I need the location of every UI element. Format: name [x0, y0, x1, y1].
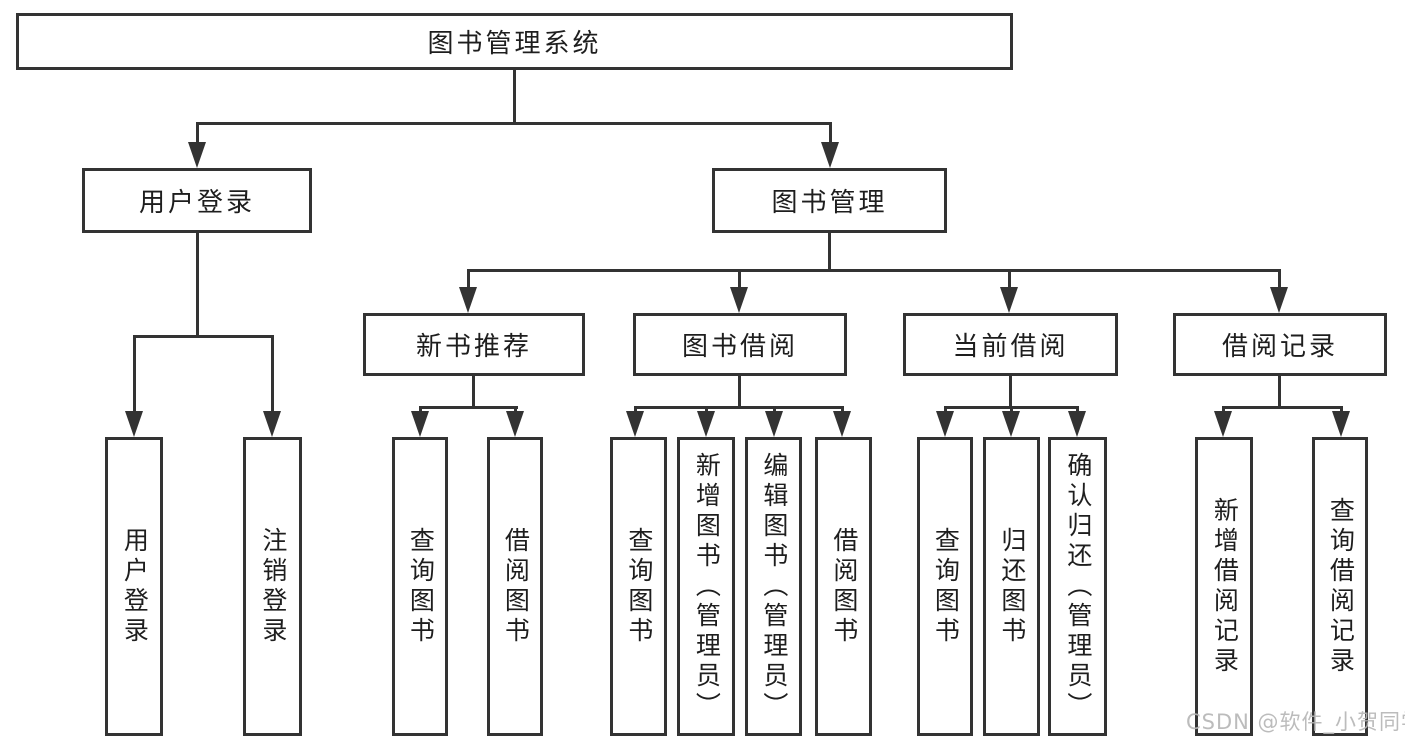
connector-line: [1008, 269, 1011, 290]
arrow-down-icon: [125, 411, 143, 437]
leaf-logout: 注销登录: [243, 437, 302, 736]
connector-line: [419, 406, 518, 409]
connector-line: [634, 406, 842, 409]
node-label: 当前借阅: [952, 332, 1069, 362]
connector-line: [1009, 376, 1012, 409]
arrow-down-icon: [1000, 287, 1018, 313]
connector-line: [828, 233, 831, 272]
leaf-add-borrow-record: 新增借阅记录: [1195, 437, 1253, 736]
leaf-return-books: 归还图书: [983, 437, 1040, 736]
connector-line: [472, 376, 475, 409]
node-label: 归还图书: [997, 526, 1027, 647]
node-label: 用户登录: [138, 188, 255, 218]
node-label: 查询图书: [624, 526, 654, 647]
node-label: 查询借阅记录: [1326, 496, 1356, 677]
connector-line: [705, 406, 708, 414]
leaf-query-borrow-record: 查询借阅记录: [1312, 437, 1368, 736]
connector-line: [196, 233, 199, 338]
connector-line: [271, 335, 274, 414]
arrow-down-icon: [506, 411, 524, 437]
leaf-query-books-recommend: 查询图书: [392, 437, 448, 736]
connector-line: [513, 70, 516, 125]
connector-line: [419, 406, 422, 414]
arrow-down-icon: [833, 411, 851, 437]
connector-line: [773, 406, 776, 414]
arrow-down-icon: [1214, 411, 1232, 437]
arrow-down-icon: [1002, 411, 1020, 437]
connector-line: [196, 122, 832, 125]
arrow-down-icon: [1332, 411, 1350, 437]
connector-line: [1222, 406, 1225, 414]
arrow-down-icon: [626, 411, 644, 437]
node-label: 新书推荐: [415, 332, 532, 362]
connector-line: [738, 376, 741, 409]
node-label: 借阅图书: [829, 526, 859, 647]
leaf-borrow-books: 借阅图书: [815, 437, 872, 736]
connector-line: [133, 335, 136, 414]
arrow-down-icon: [188, 142, 206, 168]
arrow-down-icon: [730, 287, 748, 313]
node-borrow-records: 借阅记录: [1173, 313, 1387, 376]
node-new-book-recommend: 新书推荐: [363, 313, 585, 376]
node-book-management: 图书管理: [712, 168, 947, 233]
connector-line: [514, 406, 517, 414]
arrow-down-icon: [1068, 411, 1086, 437]
leaf-query-books-borrow: 查询图书: [610, 437, 667, 736]
leaf-edit-books-admin: 编辑图书（管理员）: [745, 437, 802, 736]
connector-line: [1010, 406, 1013, 414]
connector-line: [944, 406, 947, 414]
csdn-watermark: CSDN @软件_小贺同学: [1186, 710, 1405, 734]
leaf-query-books-current: 查询图书: [917, 437, 973, 736]
node-current-borrow: 当前借阅: [903, 313, 1118, 376]
arrow-down-icon: [263, 411, 281, 437]
connector-line: [467, 269, 470, 290]
node-label: 查询图书: [931, 526, 961, 647]
arrow-down-icon: [936, 411, 954, 437]
connector-line: [1340, 406, 1343, 414]
node-book-borrow: 图书借阅: [633, 313, 847, 376]
leaf-borrow-books-recommend: 借阅图书: [487, 437, 543, 736]
node-label: 新增借阅记录: [1210, 496, 1240, 677]
node-label: 图书借阅: [681, 332, 798, 362]
node-label: 确认归还（管理员）: [1063, 451, 1093, 722]
arrow-down-icon: [411, 411, 429, 437]
node-label: 查询图书: [406, 526, 436, 647]
node-label: 用户登录: [120, 526, 150, 647]
node-label: 图书管理系统: [427, 29, 602, 59]
node-label: 新增图书（管理员）: [692, 451, 722, 722]
leaf-add-books-admin: 新增图书（管理员）: [677, 437, 735, 736]
node-root-library-system: 图书管理系统: [16, 13, 1013, 70]
node-label: 注销登录: [258, 526, 288, 647]
arrow-down-icon: [697, 411, 715, 437]
arrow-down-icon: [1270, 287, 1288, 313]
connector-line: [841, 406, 844, 414]
connector-line: [133, 335, 274, 338]
arrow-down-icon: [459, 287, 477, 313]
node-label: 编辑图书（管理员）: [759, 451, 789, 722]
leaf-user-login: 用户登录: [105, 437, 163, 736]
connector-line: [1278, 376, 1281, 409]
node-label: 借阅记录: [1221, 332, 1338, 362]
connector-line: [1278, 269, 1281, 290]
node-label: 借阅图书: [501, 526, 531, 647]
leaf-confirm-return-admin: 确认归还（管理员）: [1048, 437, 1107, 736]
connector-line: [738, 269, 741, 290]
connector-line: [1076, 406, 1079, 414]
arrow-down-icon: [765, 411, 783, 437]
node-label: 图书管理: [771, 188, 888, 218]
connector-line: [634, 406, 637, 414]
arrow-down-icon: [821, 142, 839, 168]
connector-line: [829, 122, 832, 146]
connector-line: [467, 269, 1281, 272]
connector-line: [196, 122, 199, 146]
node-user-login: 用户登录: [82, 168, 312, 233]
connector-line: [1222, 406, 1343, 409]
